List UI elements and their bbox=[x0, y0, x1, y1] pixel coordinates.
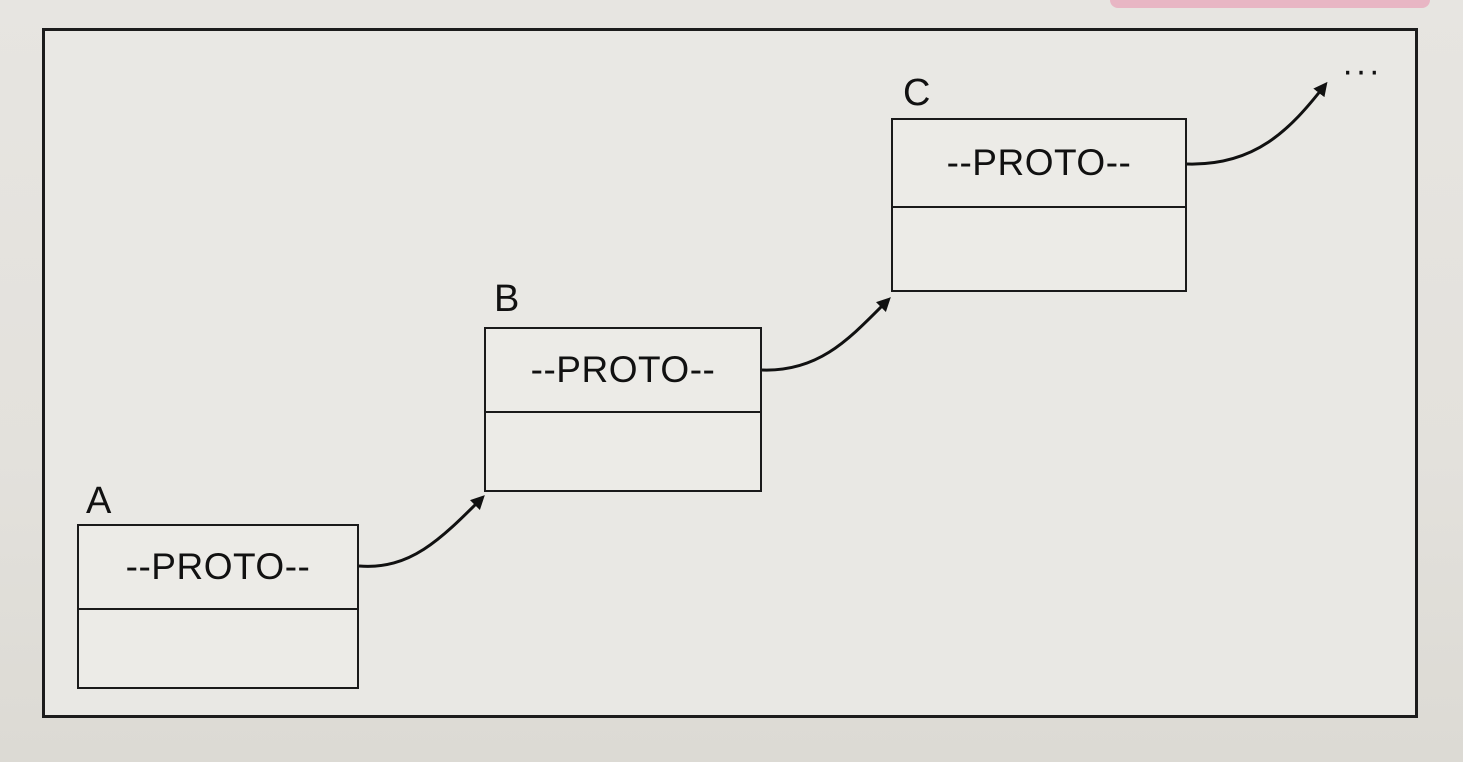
pink-tab-decoration bbox=[1110, 0, 1430, 8]
arrow-c-to-more bbox=[1186, 81, 1328, 166]
continuation-ellipsis: ··· bbox=[1342, 52, 1382, 90]
node-a-proto-slot: --PROTO-- bbox=[79, 526, 357, 610]
arrow-a-to-b bbox=[358, 495, 485, 568]
node-a-label: A bbox=[86, 480, 112, 522]
node-b-label: B bbox=[494, 278, 520, 320]
node-c-box: --PROTO-- bbox=[891, 118, 1187, 292]
node-b-box: --PROTO-- bbox=[484, 327, 762, 492]
arrow-b-to-c bbox=[761, 297, 891, 372]
node-a-box: --PROTO-- bbox=[77, 524, 359, 689]
node-b-proto-slot: --PROTO-- bbox=[486, 329, 760, 413]
node-c-label: C bbox=[903, 72, 931, 114]
node-c-proto-slot: --PROTO-- bbox=[893, 120, 1185, 209]
